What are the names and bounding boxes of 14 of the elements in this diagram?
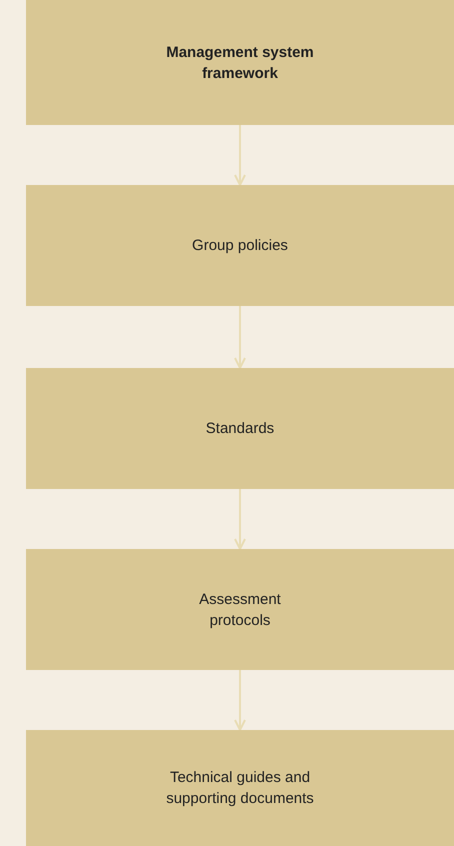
box-label: Management system framework [165, 42, 315, 84]
process-box [26, 549, 454, 670]
arrow [234, 670, 246, 731]
box-label: Assessment protocols [198, 590, 282, 630]
arrow [234, 125, 246, 186]
arrow [234, 489, 246, 550]
arrow [234, 306, 246, 369]
process-box [26, 368, 454, 489]
box-label: Group policies [192, 236, 288, 256]
box-label: Standards [206, 419, 274, 439]
process-box [26, 185, 454, 306]
process-box [26, 0, 454, 125]
process-box [26, 730, 454, 846]
box-label: Technical guides and supporting documents [165, 768, 315, 809]
